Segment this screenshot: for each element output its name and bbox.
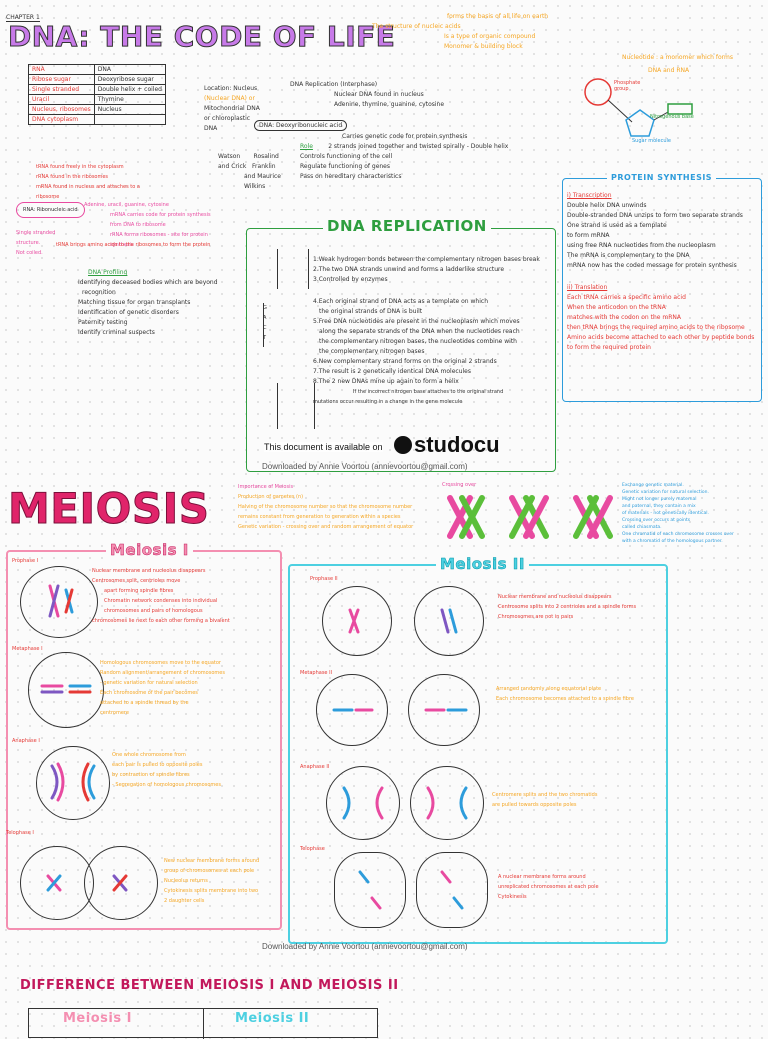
m1-prophase-label: Prophase I [12, 558, 39, 564]
difference-col1: Meiosis I [63, 1011, 132, 1026]
m1-telophase-cell-right [84, 846, 158, 920]
crossing-over-diagram [447, 495, 613, 539]
m2-metaphase-label: Metaphase II [300, 670, 333, 676]
dna-roles: Carries genetic code for protein synthes… [300, 133, 509, 180]
replication-strand-bottom [277, 383, 315, 429]
meiosis1-title: Meiosis I [106, 541, 193, 559]
dna-profiling: DNA Profiling Identifying deceased bodie… [78, 269, 218, 336]
nucleotide-note: Nucleotide : a monomer which forms [622, 54, 733, 61]
crossing-over-title: Crossing over [442, 482, 477, 488]
m1-anaphase-cell [36, 746, 110, 820]
replication-strand-top [277, 249, 309, 289]
m1-prophase-text: Nuclear membrane and nucleolus disappear… [92, 568, 230, 624]
m1-telophase-chromosomes [46, 874, 128, 892]
phosphate-label: Phosphate group [614, 80, 641, 92]
replication-title: DNA REPLICATION [323, 217, 491, 235]
m2-anaphase-label: Anaphase II [300, 764, 330, 770]
m2-metaphase-cell-b [408, 674, 480, 746]
dna-replication-box: DNA REPLICATION G A C T 1.Weak hydrogen … [246, 217, 556, 472]
m2-prophase-chromosomes [348, 608, 458, 634]
dna-core-bubble: DNA: Deoxyribonucleic acid [254, 120, 348, 131]
m2-telophase-cell-b [416, 852, 488, 928]
difference-col2: Meiosis II [235, 1011, 310, 1026]
replication-strand-mid [263, 303, 288, 347]
nucleic-notes: forms the basis of all life on earth The… [372, 13, 549, 50]
m1-prophase-cell [20, 566, 98, 638]
page-title: DNA: THE CODE OF LIFE [7, 20, 396, 54]
m2-prophase-label: Prophase II [310, 576, 338, 582]
difference-title: DIFFERENCE BETWEEN MEIOSIS I AND MEIOSIS… [20, 978, 399, 993]
m2-metaphase-text: Arranged randomly along equatorial plate… [496, 686, 634, 702]
replication-steps: 1.Weak hydrogen bonds between the comple… [313, 256, 540, 405]
sugar-pentagon [625, 109, 655, 137]
meiosis2-box: Meiosis II [288, 555, 668, 944]
m1-metaphase-text: Homologous chromosomes move to the equat… [100, 660, 225, 716]
m2-metaphase-chromosomes [332, 708, 468, 712]
m2-anaphase-cell-b [410, 766, 484, 840]
m1-anaphase-text: One whole chromosome from each pair is p… [112, 752, 221, 788]
rna-right-notes: Adenine, uracil, guanine, cytosine mRNA … [84, 202, 211, 248]
trna-note: tRNA brings amino acids to the ribosomes… [56, 242, 211, 248]
rna-core-bubble: RNA: Ribonucleic acid [16, 202, 85, 218]
dna-mindmap-right: DNA Replication (Interphase) Nuclear DNA… [290, 81, 445, 108]
rna-structure-note: Single stranded structure. Not coiled. [16, 230, 56, 256]
chapter-label: CHAPTER 1 [6, 14, 40, 22]
m1-anaphase-label: Anaphase I [12, 738, 40, 744]
m1-metaphase-chromosomes [40, 684, 92, 694]
meiosis-importance: Importance of Meiosis Production of game… [238, 484, 414, 530]
dna-scientists: Watson Rosalind and Crick Franklin and M… [218, 153, 281, 190]
nucleotide-note-2: DNA and RNA [648, 67, 690, 74]
m2-anaphase-text: Centromere splits and the two chromatids… [492, 792, 598, 808]
m1-telophase-label: Telophase I [6, 830, 34, 836]
protein-title: PROTEIN SYNTHESIS [607, 173, 717, 182]
m2-prophase-text: Nuclear membrane and nucleolus disappear… [498, 594, 637, 620]
sugar-label: Sugar molecule [632, 138, 672, 144]
rna-notes: tRNA found freely in the cytoplasm rRNA … [36, 164, 140, 200]
watermark-text: This document is available on [264, 442, 383, 452]
difference-table: Meiosis I Meiosis II [28, 1008, 378, 1039]
download-note-1: Downloaded by Annie Voortou (annievoorto… [262, 462, 468, 471]
m1-prophase-chromosomes [48, 584, 74, 618]
crossing-over-notes: Exchange genetic material. Genetic varia… [622, 483, 734, 544]
dna-mindmap-left: Location: Nucleus (Nuclear DNA) or Mitoc… [204, 85, 260, 132]
studocu-icon [394, 436, 412, 454]
m2-telophase-cell-a [334, 852, 406, 928]
m2-telophase-label: Telophase [300, 846, 325, 852]
phosphate-circle [584, 78, 612, 106]
m2-metaphase-cell-a [316, 674, 388, 746]
meiosis-title: MEIOSIS [7, 484, 210, 534]
m2-anaphase-chromosomes [342, 786, 468, 820]
protein-synthesis-box: PROTEIN SYNTHESIS i) Transcription Doubl… [562, 173, 762, 402]
meiosis1-box: Meiosis I [6, 541, 282, 930]
m2-telophase-text: A nuclear membrane forms around unreplic… [498, 874, 599, 900]
m1-anaphase-chromosomes [50, 762, 96, 802]
m2-prophase-cell-a [322, 586, 392, 656]
meiosis2-title: Meiosis II [436, 555, 529, 573]
m1-telophase-text: New nuclear membrane forms around group … [164, 858, 260, 904]
m2-telophase-chromosomes [358, 870, 464, 910]
m1-metaphase-cell [28, 652, 104, 728]
m1-metaphase-label: Metaphase I [12, 646, 43, 652]
m2-prophase-cell-b [414, 586, 484, 656]
m2-anaphase-cell-a [326, 766, 400, 840]
studocu-logo: studocu [394, 432, 500, 458]
base-label: Nitrogenous base [650, 114, 694, 120]
download-note-2: Downloaded by Annie Voortou (annievoorto… [262, 942, 468, 951]
base-rect [667, 103, 693, 115]
nucleotide-diagram [584, 78, 693, 137]
